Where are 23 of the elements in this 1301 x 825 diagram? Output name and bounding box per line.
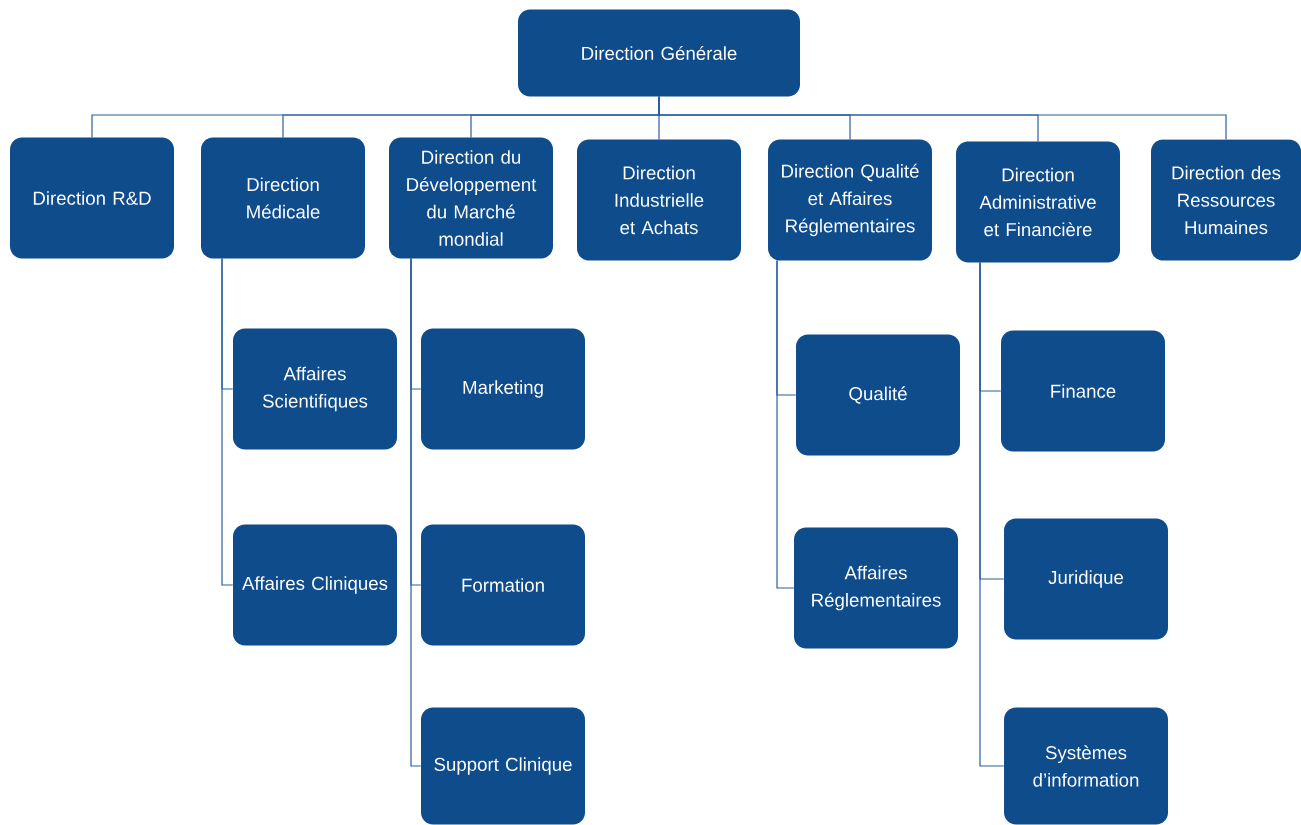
connector bbox=[658, 96, 1227, 141]
org-box: Juridique bbox=[1004, 518, 1168, 640]
org-box: Direction des Ressources Humaines bbox=[1151, 139, 1301, 261]
org-box: Formation bbox=[421, 524, 585, 646]
org-box: Systèmes d’information bbox=[1004, 707, 1168, 825]
connector bbox=[410, 257, 422, 767]
org-box: Marketing bbox=[421, 328, 585, 450]
org-box: Affaires Scientifiques bbox=[233, 328, 397, 450]
org-box: Direction du Développement du Marché mondial bbox=[389, 137, 553, 259]
org-box: Direction Administrative et Financière bbox=[956, 141, 1120, 263]
org-box: Direction Industrielle et Achats bbox=[577, 139, 741, 261]
connector bbox=[979, 261, 1005, 767]
connector bbox=[221, 257, 234, 586]
org-box: Affaires Cliniques bbox=[233, 524, 397, 646]
org-box: Affaires Réglementaires bbox=[794, 527, 958, 649]
org-box: Direction Qualité et Affaires Réglementaires bbox=[768, 139, 932, 261]
org-box: Support Clinique bbox=[421, 707, 585, 825]
org-box: Qualité bbox=[796, 334, 960, 456]
org-box: Direction Générale bbox=[518, 9, 800, 97]
org-box: Finance bbox=[1001, 330, 1165, 452]
connector bbox=[776, 259, 795, 589]
org-box: Direction R&D bbox=[10, 137, 174, 259]
org-box: Direction Médicale bbox=[201, 137, 365, 259]
